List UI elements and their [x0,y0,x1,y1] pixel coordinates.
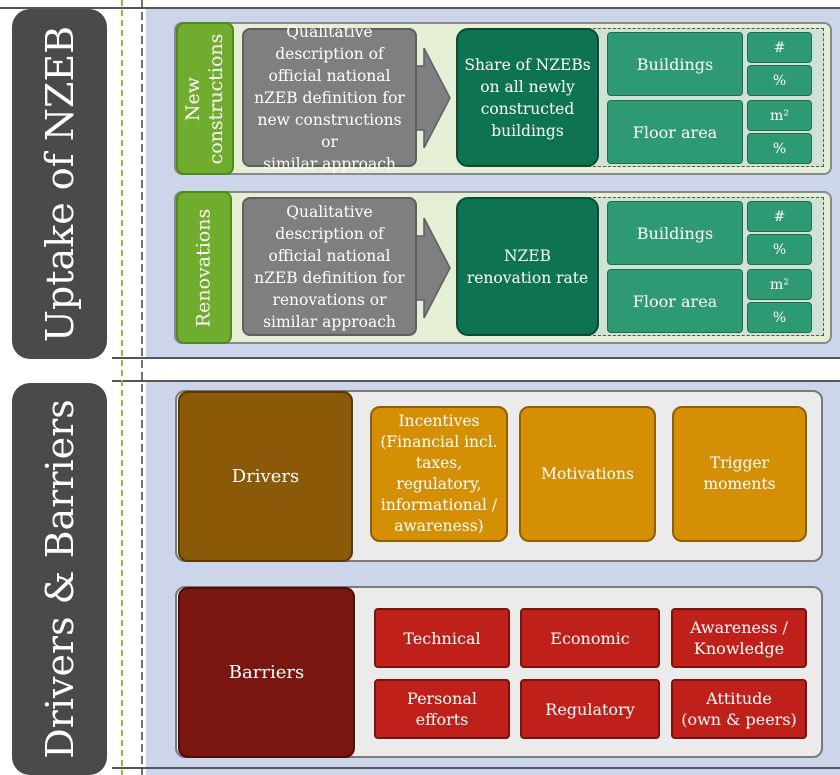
divider-bottom [112,767,840,769]
technical-barrier: Technical [374,608,510,668]
divider-top [0,7,840,9]
renovation-floor-area-metric: Floor area [607,269,743,333]
awareness-knowledge-barrier: Awareness / Knowledge [671,608,807,668]
renovation-buildings-percent-unit: % [747,234,812,265]
renovations-tab-label: Renovations [192,208,215,327]
new-floor-area-m2-unit: m² [747,100,812,131]
barriers-box: Barriers [178,587,355,758]
renovation-buildings-metric: Buildings [607,201,743,265]
divider-mid-2 [112,380,840,382]
incentives-box: Incentives (Financial incl. taxes, regul… [370,406,508,542]
drivers-barriers-sidebar: Drivers & Barriers [12,383,107,775]
new-buildings-percent-unit: % [747,65,812,96]
motivations-box: Motivations [519,406,656,542]
uptake-sidebar: Uptake of NZEB [12,9,107,359]
regulatory-barrier: Regulatory [520,679,660,739]
new-floor-area-percent-unit: % [747,133,812,164]
personal-efforts-barrier: Personal efforts [374,679,510,739]
drivers-box: Drivers [178,391,353,562]
renovations-tab: Renovations [176,191,232,344]
economic-barrier: Economic [520,608,660,668]
uptake-title: Uptake of NZEB [37,25,82,343]
renovation-floor-area-percent-unit: % [747,302,812,333]
attitude-barrier: Attitude (own & peers) [671,679,807,739]
renovations-qualitative-box: Qualitative description of official nati… [242,197,417,336]
arrow-new-constructions [412,48,451,148]
nzeb-share-box: Share of NZEBs on all newly constructed … [456,28,599,167]
new-constructions-qualitative-box: Qualitative description of official nati… [242,23,417,173]
trigger-moments-box: Trigger moments [672,406,807,542]
drivers-barriers-title: Drivers & Barriers [37,399,82,759]
arrow-renovations [412,218,451,318]
nzeb-renovation-rate-box: NZEB renovation rate [456,197,599,336]
renovation-floor-area-m2-unit: m² [747,269,812,300]
divider-mid-1 [112,357,840,359]
new-buildings-metric: Buildings [607,32,743,96]
renovation-buildings-count-unit: # [747,201,812,232]
new-buildings-count-unit: # [747,32,812,63]
new-floor-area-metric: Floor area [607,100,743,164]
